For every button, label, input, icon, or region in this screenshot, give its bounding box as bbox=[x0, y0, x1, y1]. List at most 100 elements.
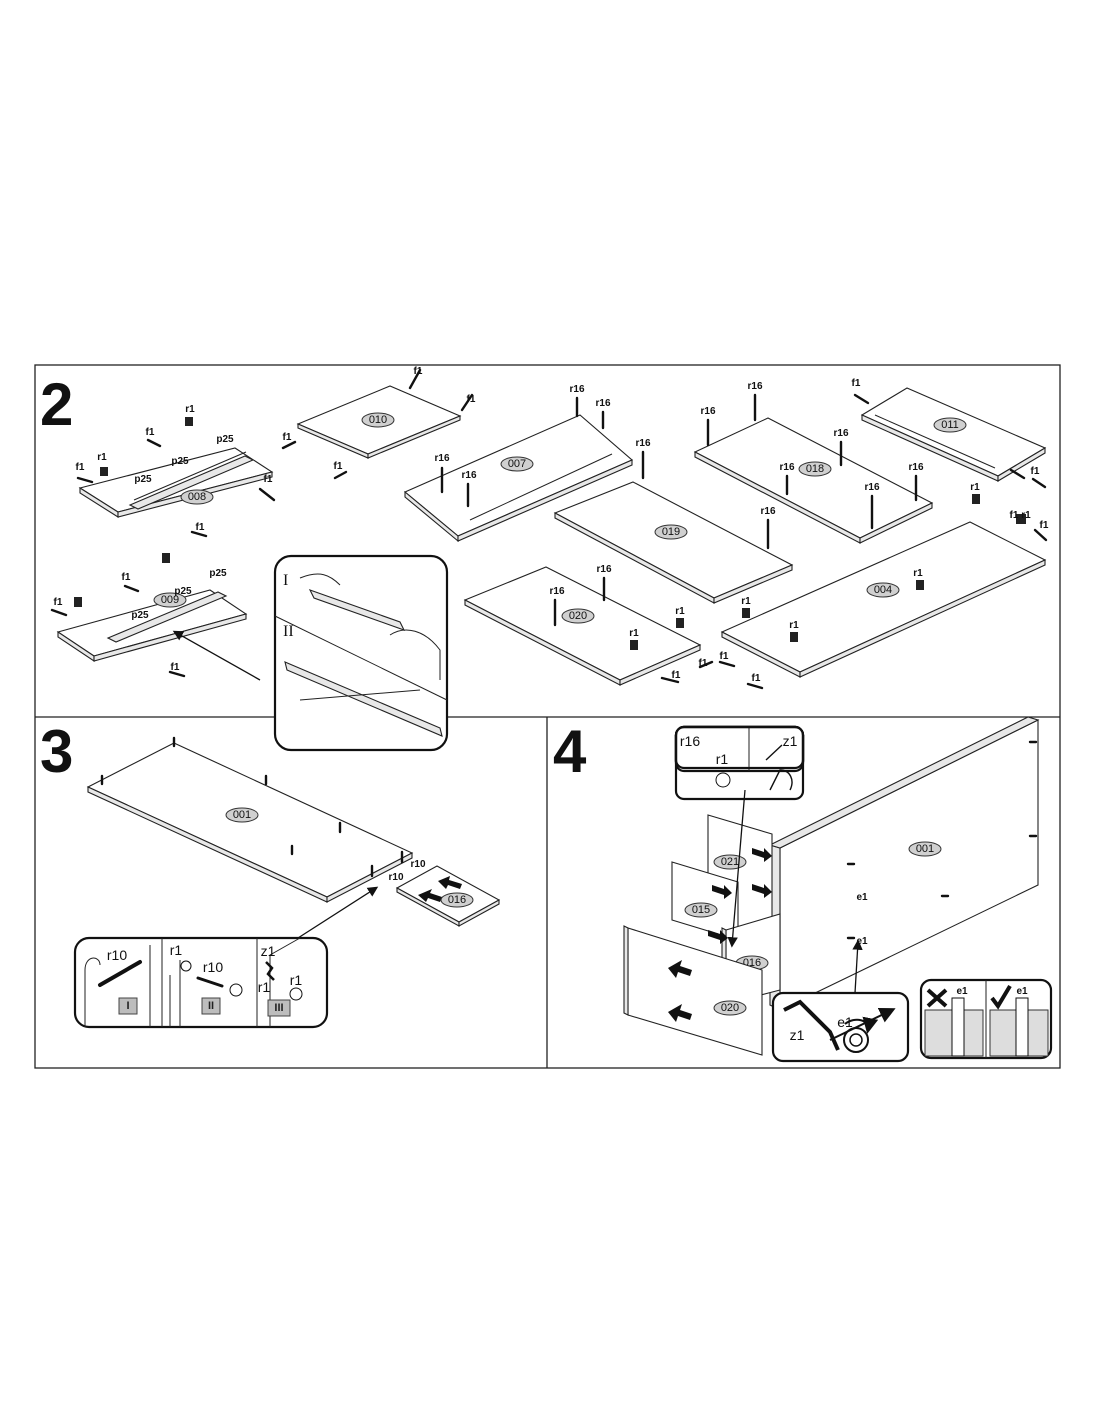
detail-cam-lock-callout: z1 e1 bbox=[771, 939, 910, 1063]
svg-text:009: 009 bbox=[161, 594, 179, 606]
svg-text:r1: r1 bbox=[789, 620, 799, 631]
svg-text:p25: p25 bbox=[171, 456, 189, 467]
step-number-3: 3 bbox=[40, 718, 73, 785]
panel-020-step2: 020 r16 r16 r1 r1 f1 f1 bbox=[463, 564, 714, 686]
svg-text:f1: f1 bbox=[414, 366, 423, 377]
svg-text:020: 020 bbox=[569, 610, 587, 622]
svg-text:r16: r16 bbox=[747, 381, 762, 392]
svg-text:r1: r1 bbox=[741, 596, 751, 607]
svg-text:z1: z1 bbox=[783, 733, 798, 749]
panel-010: 010 f1 f1 f1 f1 bbox=[281, 366, 476, 480]
svg-text:r1: r1 bbox=[97, 452, 107, 463]
svg-text:010: 010 bbox=[369, 414, 387, 426]
svg-text:f1: f1 bbox=[122, 572, 131, 583]
svg-text:f1: f1 bbox=[334, 461, 343, 472]
svg-text:f1: f1 bbox=[54, 597, 63, 608]
svg-text:r1: r1 bbox=[675, 606, 685, 617]
svg-text:p25: p25 bbox=[209, 568, 227, 579]
svg-text:r16: r16 bbox=[635, 438, 650, 449]
svg-text:f1: f1 bbox=[196, 522, 205, 533]
svg-text:e1: e1 bbox=[856, 892, 868, 903]
svg-text:004: 004 bbox=[874, 584, 892, 596]
svg-text:e1: e1 bbox=[1016, 986, 1028, 997]
step-number-2: 2 bbox=[40, 371, 73, 438]
svg-text:r1: r1 bbox=[913, 568, 923, 579]
svg-text:f1: f1 bbox=[171, 662, 180, 673]
svg-text:018: 018 bbox=[806, 463, 824, 475]
panel-011: 011 f1 f1 bbox=[852, 378, 1047, 489]
svg-text:I: I bbox=[283, 572, 288, 589]
svg-text:r16: r16 bbox=[864, 482, 879, 493]
svg-text:020: 020 bbox=[721, 1002, 739, 1014]
svg-text:II: II bbox=[283, 623, 294, 640]
svg-text:f1: f1 bbox=[1010, 510, 1019, 521]
svg-text:f1: f1 bbox=[752, 673, 761, 684]
svg-text:r1: r1 bbox=[290, 972, 303, 988]
detail-e1-orientation-callout: e1 e1 bbox=[919, 978, 1053, 1060]
svg-text:r16: r16 bbox=[833, 428, 848, 439]
svg-text:r1: r1 bbox=[716, 751, 729, 767]
step-number-4: 4 bbox=[553, 718, 587, 785]
svg-text:001: 001 bbox=[916, 843, 934, 855]
svg-text:p25: p25 bbox=[134, 474, 152, 485]
svg-text:r16: r16 bbox=[569, 384, 584, 395]
svg-text:008: 008 bbox=[188, 491, 206, 503]
svg-text:f1: f1 bbox=[76, 462, 85, 473]
panel-020-step4: 020 bbox=[623, 925, 763, 1056]
panel-001-step3: 001 r10 r10 r10 bbox=[86, 736, 426, 903]
svg-text:r10: r10 bbox=[410, 859, 425, 870]
svg-text:p25: p25 bbox=[216, 434, 234, 445]
svg-text:p25: p25 bbox=[174, 586, 192, 597]
svg-text:z1: z1 bbox=[261, 943, 276, 959]
svg-text:r16: r16 bbox=[908, 462, 923, 473]
svg-text:r1: r1 bbox=[258, 979, 271, 995]
svg-text:r16: r16 bbox=[434, 453, 449, 464]
svg-text:r16: r16 bbox=[596, 564, 611, 575]
svg-text:016: 016 bbox=[448, 894, 466, 906]
svg-text:f1: f1 bbox=[1031, 466, 1040, 477]
svg-text:f1: f1 bbox=[467, 394, 476, 405]
svg-text:f1: f1 bbox=[852, 378, 861, 389]
panel-009: 009 f1 f1 p25 p25 p25 f1 bbox=[50, 553, 248, 678]
svg-text:e1: e1 bbox=[837, 1014, 853, 1030]
svg-text:r10: r10 bbox=[203, 959, 223, 975]
svg-text:r16: r16 bbox=[779, 462, 794, 473]
svg-text:f1: f1 bbox=[672, 670, 681, 681]
detail-r16-z1-box: r16 r1 z1 bbox=[674, 725, 805, 791]
svg-text:011: 011 bbox=[941, 419, 959, 431]
svg-text:III: III bbox=[274, 1002, 283, 1014]
panel-001-step4: 001 e1 e1 bbox=[768, 716, 1040, 1011]
svg-text:r16: r16 bbox=[760, 506, 775, 517]
svg-text:019: 019 bbox=[662, 526, 680, 538]
svg-text:r16: r16 bbox=[549, 586, 564, 597]
svg-text:r16: r16 bbox=[680, 733, 700, 749]
panel-015: 015 bbox=[671, 861, 739, 941]
svg-text:II: II bbox=[208, 1000, 214, 1012]
svg-text:r1: r1 bbox=[970, 482, 980, 493]
panel-019: 019 r16 bbox=[553, 481, 794, 604]
svg-text:021: 021 bbox=[721, 856, 739, 868]
svg-text:r16: r16 bbox=[595, 398, 610, 409]
svg-text:001: 001 bbox=[233, 809, 251, 821]
svg-text:015: 015 bbox=[692, 904, 710, 916]
svg-text:z1: z1 bbox=[790, 1027, 805, 1043]
svg-text:r1: r1 bbox=[1021, 510, 1031, 521]
svg-text:f1: f1 bbox=[1040, 520, 1049, 531]
svg-text:r1: r1 bbox=[629, 628, 639, 639]
panel-018: 018 r16 r16 r16 r16 r16 r16 bbox=[693, 381, 934, 544]
panel-008: 008 f1 r1 r1 f1 p25 p25 p25 f1 f1 bbox=[76, 404, 276, 538]
svg-text:f1: f1 bbox=[146, 427, 155, 438]
svg-text:r1: r1 bbox=[185, 404, 195, 415]
svg-text:r10: r10 bbox=[388, 872, 403, 883]
detail-cam-callout: r10 I r1 r10 II z1 r1 r1 III bbox=[73, 936, 329, 1029]
detail-rail-callout: I II bbox=[172, 554, 449, 752]
svg-text:f1: f1 bbox=[283, 432, 292, 443]
svg-text:p25: p25 bbox=[131, 610, 149, 621]
svg-text:I: I bbox=[126, 1000, 129, 1012]
svg-text:007: 007 bbox=[508, 458, 526, 470]
panel-004: 004 r1 f1 r1 f1 r1 r1 r1 f1 f1 bbox=[718, 482, 1049, 690]
svg-text:f1: f1 bbox=[720, 651, 729, 662]
panel-016-step3: 016 bbox=[395, 865, 501, 927]
svg-text:r16: r16 bbox=[700, 406, 715, 417]
